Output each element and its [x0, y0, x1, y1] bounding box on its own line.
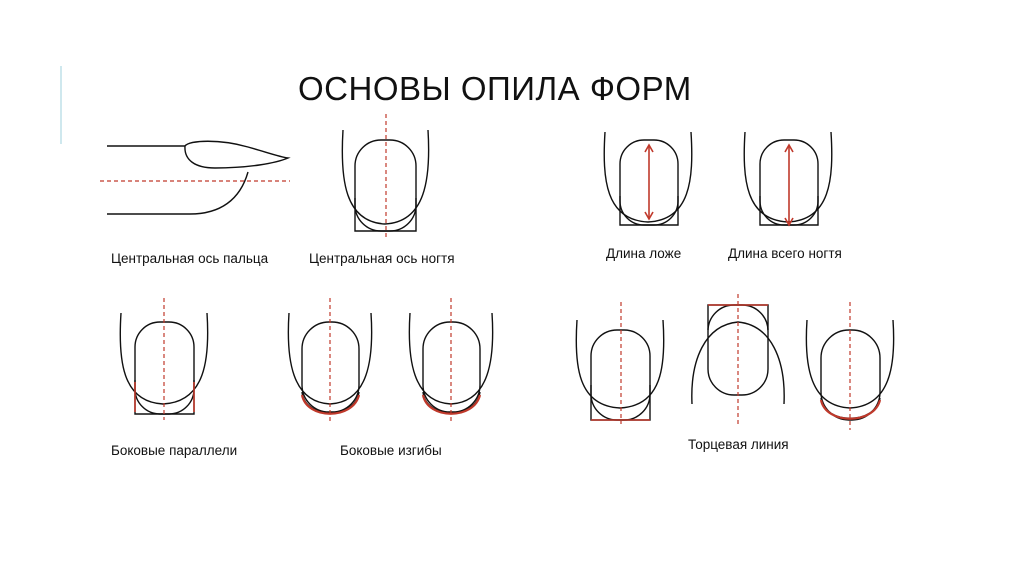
- caption-bed-length: Длина ложе: [606, 246, 682, 261]
- caption-nail-axis: Центральная ось ногтя: [309, 251, 455, 266]
- nail-axis-figure: [341, 114, 430, 240]
- caption-full-nail-length: Длина всего ногтя: [728, 246, 842, 261]
- side-parallels-figure: [119, 298, 209, 420]
- caption-side-curves: Боковые изгибы: [340, 443, 442, 458]
- page-title: ОСНОВЫ ОПИЛА ФОРМ: [298, 70, 692, 107]
- finger-axis-figure: [100, 140, 291, 215]
- end-line-figure-round: [805, 302, 895, 430]
- side-curves-figure-2: [408, 298, 494, 422]
- end-line-figure-square: [575, 302, 665, 424]
- full-length-figure: [743, 131, 833, 227]
- caption-finger-axis: Центральная ось пальца: [111, 251, 269, 266]
- end-line-figure-long: [691, 294, 785, 424]
- side-curves-figure-1: [287, 298, 373, 422]
- bed-length-figure: [603, 131, 693, 226]
- accent-bar: [60, 66, 62, 144]
- caption-end-line: Торцевая линия: [688, 437, 789, 452]
- caption-side-parallels: Боковые параллели: [111, 443, 238, 458]
